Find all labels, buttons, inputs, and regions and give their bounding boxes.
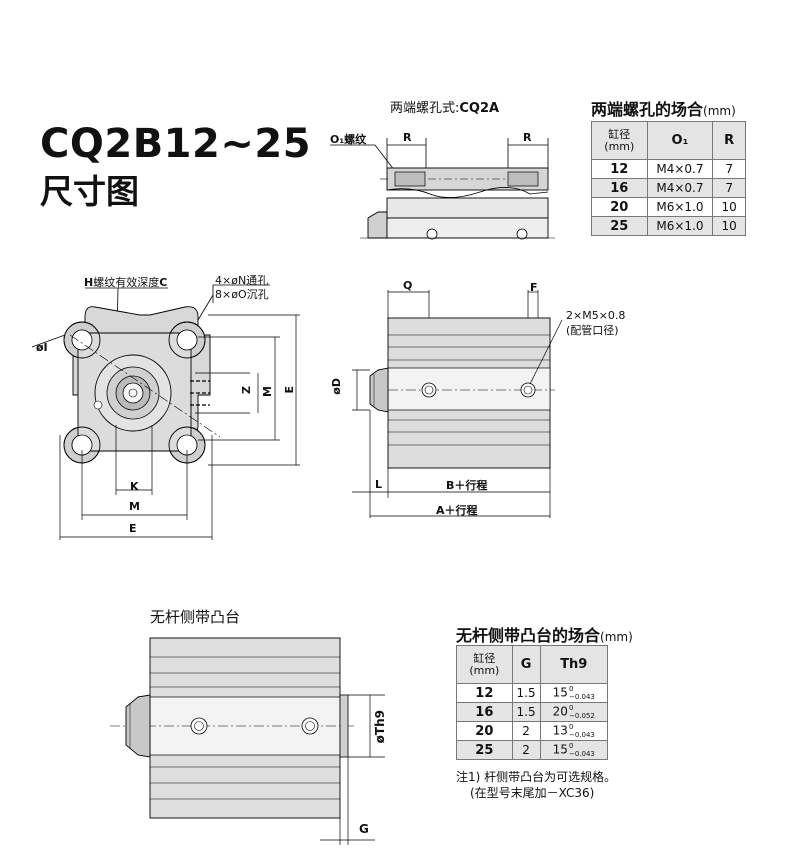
cell-th9: 130−0.043	[539, 721, 609, 741]
cell-r: 10	[712, 197, 746, 217]
cell-o1: M6×1.0	[646, 197, 714, 217]
r-right-label: R	[523, 131, 532, 144]
cell-r: 10	[712, 216, 746, 236]
cell-bore: 25	[591, 216, 648, 236]
n-hole-label: 4×øN通孔	[215, 274, 269, 287]
cell-bore: 20	[456, 721, 513, 741]
table-row: 16 M4×0.7 7	[591, 178, 746, 198]
cell-g: 2	[511, 721, 541, 741]
boss-view-caption: 无杆侧带凸台	[150, 608, 241, 626]
cell-th9: 150−0.043	[539, 683, 609, 703]
i-diameter-label: øI	[36, 341, 48, 354]
m-horizontal-dim-label: M	[129, 500, 140, 513]
header-bore: 缸径(mm)	[456, 645, 513, 684]
cell-o1: M4×0.7	[646, 178, 714, 198]
o1-thread-label: O₁螺纹	[330, 133, 367, 146]
f-dim-label: F	[530, 281, 538, 294]
page-title: CQ2B12~25	[40, 121, 312, 167]
header-o1: O₁	[646, 121, 714, 160]
boss-view-drawing	[110, 637, 385, 845]
cell-bore: 16	[591, 178, 648, 198]
header-r: R	[712, 121, 746, 160]
d-dim-label: øD	[330, 378, 343, 395]
z-dim-label: Z	[240, 386, 253, 394]
b-stroke-label: B＋行程	[446, 479, 488, 492]
page-subtitle: 尺寸图	[40, 172, 139, 211]
table-both-ends: 缸径(mm) O₁ R 12 M4×0.7 7 16 M4×0.7 7 20 M…	[591, 121, 746, 236]
table-row: 25 2 150−0.043	[456, 740, 609, 760]
cell-r: 7	[712, 159, 746, 179]
table-row: 20 M6×1.0 10	[591, 197, 746, 217]
e-vertical-dim-label: E	[283, 386, 296, 394]
front-view-drawing	[31, 284, 300, 540]
r-left-label: R	[403, 131, 412, 144]
cell-g: 2	[511, 740, 541, 760]
table-row: 25 M6×1.0 10	[591, 216, 746, 236]
l-dim-label: L	[375, 478, 383, 491]
cell-bore: 16	[456, 702, 513, 722]
table-boss-title: 无杆侧带凸台的场合(mm)	[456, 626, 633, 645]
m-vertical-dim-label: M	[261, 386, 274, 397]
g-dim-label: G	[359, 822, 369, 836]
header-g: G	[511, 645, 541, 684]
top-detail-drawing	[330, 138, 555, 240]
cell-bore: 25	[456, 740, 513, 760]
top-detail-caption: 两端螺孔式:CQ2A	[390, 101, 500, 116]
o-counterbore-label: 8×øO沉孔	[215, 288, 269, 301]
th9-dim-label: øTh9	[373, 710, 387, 744]
table-row: 16 1.5 200−0.052	[456, 702, 609, 722]
table-both-ends-title: 两端螺孔的场合(mm)	[591, 100, 736, 119]
note-line-2: (在型号末尾加－XC36)	[470, 786, 595, 800]
q-dim-label: Q	[403, 279, 413, 292]
cell-th9: 150−0.043	[539, 740, 609, 760]
cell-o1: M4×0.7	[646, 159, 714, 179]
k-dim-label: K	[130, 480, 139, 493]
cell-bore: 12	[591, 159, 648, 179]
cell-g: 1.5	[511, 702, 541, 722]
header-bore: 缸径(mm)	[591, 121, 648, 160]
cell-o1: M6×1.0	[646, 216, 714, 236]
table-row: 12 1.5 150−0.043	[456, 683, 609, 703]
cell-th9: 200−0.052	[539, 702, 609, 722]
a-stroke-label: A＋行程	[436, 504, 478, 517]
table-boss: 缸径(mm) G Th9 12 1.5 150−0.043 16 1.5 200…	[456, 645, 609, 760]
port-size-label: 2×M5×0.8	[566, 309, 626, 322]
port-note-label: (配管口径)	[566, 324, 619, 337]
table-row: 20 2 130−0.043	[456, 721, 609, 741]
cell-g: 1.5	[511, 683, 541, 703]
cell-r: 7	[712, 178, 746, 198]
note-line-1: 注1) 杆侧带凸台为可选规格。	[456, 770, 617, 784]
cell-bore: 12	[456, 683, 513, 703]
side-view-drawing	[352, 290, 563, 518]
table-row: 12 M4×0.7 7	[591, 159, 746, 179]
cell-bore: 20	[591, 197, 648, 217]
header-th9: Th9	[539, 645, 609, 684]
e-horizontal-dim-label: E	[129, 522, 137, 535]
h-thread-label: H螺纹有效深度C	[84, 276, 168, 289]
